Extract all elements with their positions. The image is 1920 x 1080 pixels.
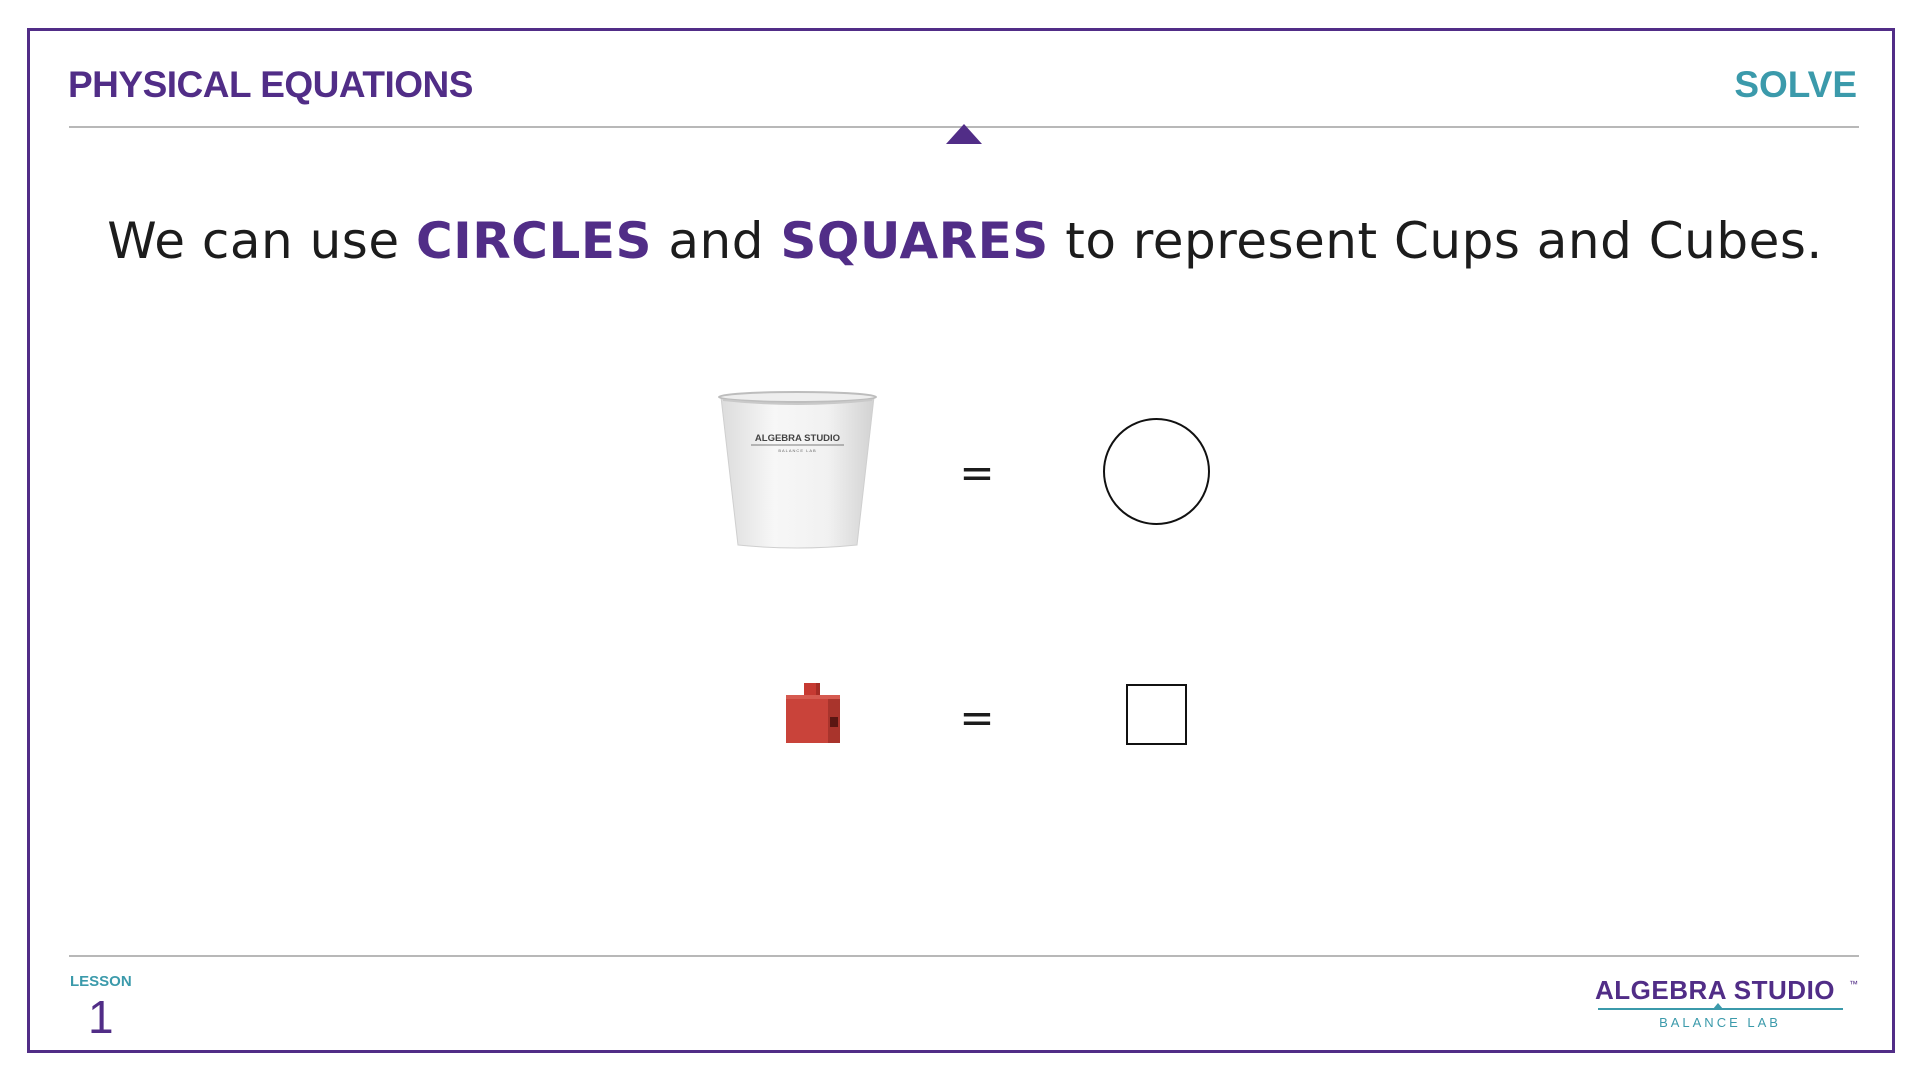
logo-wordmark: ALGEBRA STUDIO [1595,975,1836,1005]
footer-divider [69,955,1859,957]
logo-underline [1598,1008,1843,1010]
headline: We can use CIRCLES and SQUARES to repres… [0,212,1920,270]
cube-image [786,683,840,743]
logo-trademark: ™ [1849,979,1858,989]
headline-text-2: and [652,212,781,270]
equals-sign-cube: = [959,693,995,742]
headline-emphasis-squares: SQUARES [780,212,1049,270]
lesson-number: 1 [88,991,114,1043]
headline-text-1: We can use [107,212,416,270]
logo-notch-icon [1713,1003,1723,1009]
algebra-studio-logo: ALGEBRA STUDIO ™ BALANCE LAB [1595,975,1865,1035]
square-symbol [1126,684,1187,745]
stage-label: SOLVE [1734,64,1857,105]
lesson-label: LESSON [70,973,132,990]
cup-logo-subtext: BALANCE LAB [778,448,816,453]
headline-emphasis-circles: CIRCLES [415,212,653,270]
cup-logo-text: ALGEBRA STUDIO [755,433,840,444]
circle-symbol [1103,418,1210,525]
logo-subtitle: BALANCE LAB [1659,1015,1781,1030]
headline-text-3: to represent Cups and Cubes. [1048,212,1823,270]
cup-image: ALGEBRA STUDIO BALANCE LAB [718,391,877,549]
progress-marker-icon [946,124,982,144]
section-title: PHYSICAL EQUATIONS [68,64,473,105]
slide-frame [27,28,1895,1053]
equals-sign-cup: = [959,448,995,497]
